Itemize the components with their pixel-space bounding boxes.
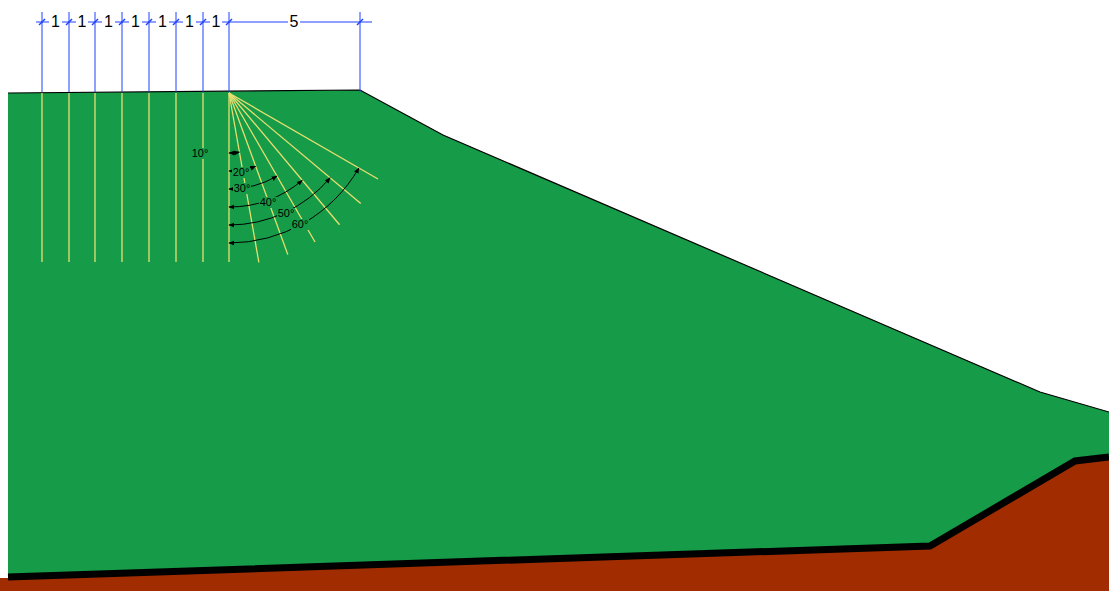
extension-line xyxy=(42,12,43,92)
vertical-line xyxy=(202,93,203,262)
angle-label: 50° xyxy=(277,208,296,219)
inclined-line xyxy=(229,93,378,179)
dimension-label: 1 xyxy=(183,14,196,30)
vertical-line xyxy=(68,93,69,262)
inclined-line xyxy=(229,93,340,225)
angle-label: 10° xyxy=(191,148,210,159)
dimension-tick xyxy=(66,19,72,25)
extension-line xyxy=(176,12,177,92)
extension-line xyxy=(360,12,361,92)
fill-body xyxy=(8,90,1109,575)
angle-arc xyxy=(229,152,239,154)
dimension-label: 1 xyxy=(76,14,89,30)
angle-label: 30° xyxy=(233,183,252,194)
scan-lines xyxy=(36,12,378,262)
dimension-label: 1 xyxy=(129,14,142,30)
angle-label: 60° xyxy=(291,219,310,230)
extension-line xyxy=(122,12,123,92)
extension-line xyxy=(203,12,204,92)
angle-arc xyxy=(229,180,302,207)
dimension-label: 1 xyxy=(49,14,62,30)
inclined-line xyxy=(229,93,315,242)
vertical-line xyxy=(41,93,42,262)
angle-label: 20° xyxy=(232,167,251,178)
extension-line xyxy=(95,12,96,92)
dimension-tick xyxy=(92,19,98,25)
vertical-line xyxy=(121,93,122,262)
dimension-tick xyxy=(226,19,232,25)
inclined-line xyxy=(229,93,361,204)
vertical-line xyxy=(94,93,95,262)
dimension-tick xyxy=(173,19,179,25)
dimension-tick xyxy=(357,19,363,25)
angle-label: 40° xyxy=(259,197,278,208)
vertical-line xyxy=(175,93,176,262)
ground-surface xyxy=(8,90,1109,412)
dimension-label: 5 xyxy=(288,14,301,30)
dimension-tick xyxy=(39,19,45,25)
dimension-label: 1 xyxy=(102,14,115,30)
extension-line xyxy=(69,12,70,92)
extension-line xyxy=(229,12,230,92)
angle-arc xyxy=(229,178,330,225)
dimension-label: 1 xyxy=(156,14,169,30)
dimension-tick xyxy=(146,19,152,25)
vertical-line xyxy=(148,93,149,262)
angle-arc xyxy=(229,168,359,243)
dimension-tick xyxy=(200,19,206,25)
liner xyxy=(8,457,1109,577)
dimension-label: 1 xyxy=(210,14,223,30)
vertical-line xyxy=(228,93,229,262)
extension-line xyxy=(149,12,150,92)
dimension-tick xyxy=(119,19,125,25)
